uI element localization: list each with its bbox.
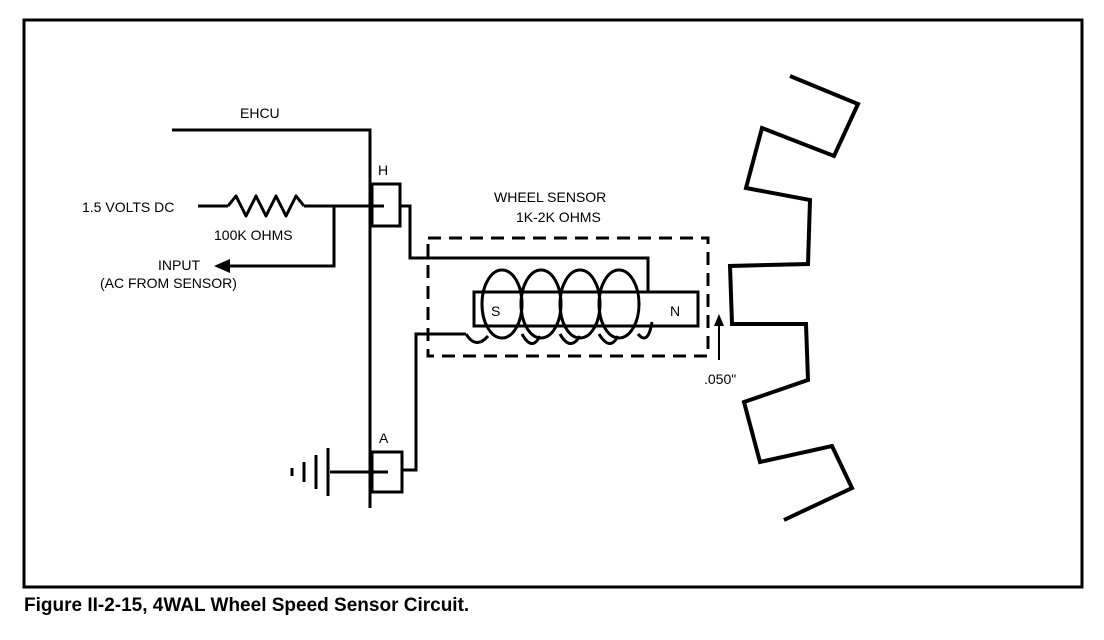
input-label-line1: INPUT <box>158 257 200 273</box>
ehcu-wire <box>172 128 372 508</box>
wheel-sensor-label: WHEEL SENSOR <box>494 189 606 205</box>
a-terminal-label: A <box>379 430 389 446</box>
magnet-bar <box>472 290 700 328</box>
air-gap-label: .050" <box>704 371 736 387</box>
coil-winding-icon <box>464 268 654 345</box>
sensor-low-wire <box>402 332 466 472</box>
input-label-line2: (AC FROM SENSOR) <box>100 275 237 291</box>
input-arrow-icon <box>214 259 230 273</box>
ehcu-label: EHCU <box>240 105 280 121</box>
magnet-south-label: S <box>491 303 500 319</box>
toothed-wheel-icon <box>727 74 861 522</box>
figure-caption: Figure II-2-15, 4WAL Wheel Speed Sensor … <box>24 595 470 616</box>
supply-voltage-label: 1.5 VOLTS DC <box>82 199 174 215</box>
diagram-frame <box>22 18 1084 589</box>
air-gap-arrow-icon <box>714 314 724 326</box>
resistor-icon <box>226 194 306 218</box>
wheel-sensor-resistance-label: 1K-2K OHMS <box>516 209 601 225</box>
wheel-sensor-enclosure <box>426 236 710 358</box>
input-wire <box>222 206 336 268</box>
h-terminal-label: H <box>378 162 388 178</box>
magnet-north-label: N <box>670 303 680 319</box>
resistor-value-label: 100K OHMS <box>214 227 293 243</box>
ground-icon <box>290 448 330 496</box>
sensor-high-wire <box>400 204 650 300</box>
